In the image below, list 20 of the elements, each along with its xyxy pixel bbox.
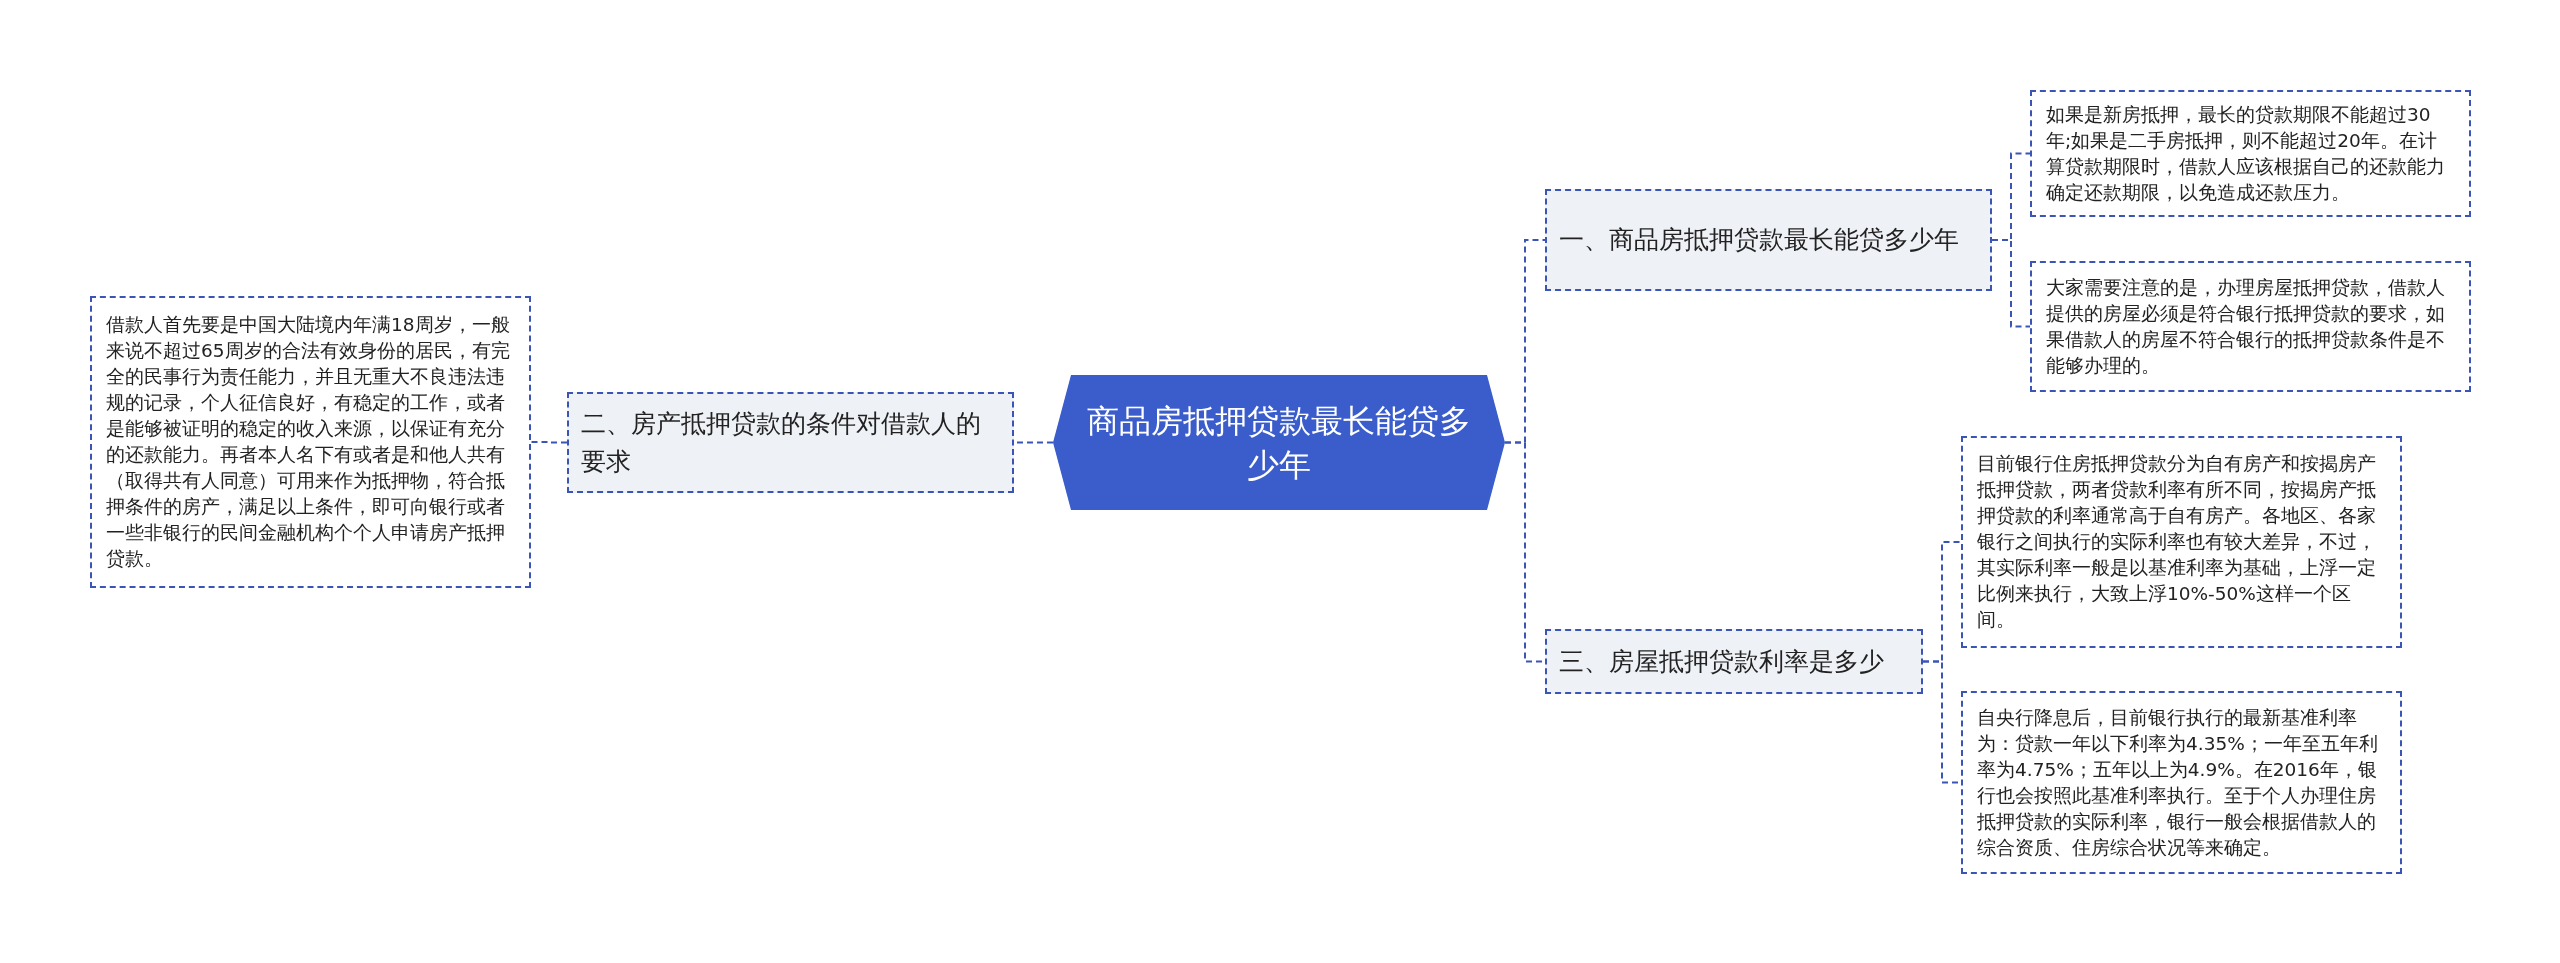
connector-line bbox=[1991, 239, 2031, 328]
note-text: 自央行降息后，目前银行执行的最新基准利率为：贷款一年以下利率为4.35%；一年至五年利率为4.75%；五年以上为4.9%。在2016年，银行也会按照此基准利率执行。至于个人办理住房抵押贷款的实际利率，银行一般会根据借款人的综合资质、住房综合状况等来确定。 bbox=[1977, 705, 2379, 860]
note-text: 大家需要注意的是，办理房屋抵押贷款，借款人提供的房屋必须是符合银行抵押贷款的要求，如果借款人的房屋不符合银行的抵押贷款条件是不能够办理的。 bbox=[2046, 275, 2446, 378]
note-box bbox=[90, 296, 531, 588]
central-topic bbox=[1053, 375, 1505, 510]
note-box bbox=[1961, 436, 2402, 648]
topic-title: 商品房抵押贷款最长能贷多少年 bbox=[1086, 400, 1472, 486]
note-text: 如果是新房抵押，最长的贷款期限不能超过30年;如果是二手房抵押，则不能超过20年。在计算贷款期限时，借款人应该根据自己的还款能力确定还款期限，以免造成还款压力。 bbox=[2046, 102, 2446, 205]
note-text: 目前银行住房抵押贷款分为自有房产和按揭房产抵押贷款，两者贷款利率有所不同，按揭房产抵押贷款的利率通常高于自有房产。各地区、各家银行之间执行的实际利率也有较大差异，不过，其实际利率一般是以基准利率为基础，上浮一定比例来执行，大致上浮10%-50%这样一个区间。 bbox=[1977, 452, 2377, 632]
topic-text: 三、房屋抵押贷款利率是多少 bbox=[1559, 645, 1884, 678]
topic-box bbox=[567, 392, 1014, 493]
topic-text: 二、房产抵押贷款的条件对借款人的要求 bbox=[581, 407, 982, 478]
connector-line bbox=[530, 441, 568, 444]
topic-box bbox=[1545, 189, 1992, 291]
topic-text: 一、商品房抵押贷款最长能贷多少年 bbox=[1559, 224, 1959, 256]
topic-box bbox=[1545, 629, 1923, 694]
note-box bbox=[1961, 691, 2402, 874]
note-text: 借款人首先要是中国大陆境内年满18周岁，一般来说不超过65周岁的合法有效身份的居民，有完全的民事行为责任能力，并且无重大不良违法违规的记录，个人征信良好，有稳定的工作，或者是能够被证明的稳定的收入来源，以保证有充分的还款能力。再者本人名下有或者是和他人共有（取得共有人同意）可用来作为抵押物，符合抵押条件的房产，满足以上条件，即可向银行或者一些非银行的民间金融机构个个人申请房产抵押贷款。 bbox=[106, 313, 511, 571]
note-box bbox=[2030, 261, 2471, 392]
note-box bbox=[2030, 90, 2471, 217]
